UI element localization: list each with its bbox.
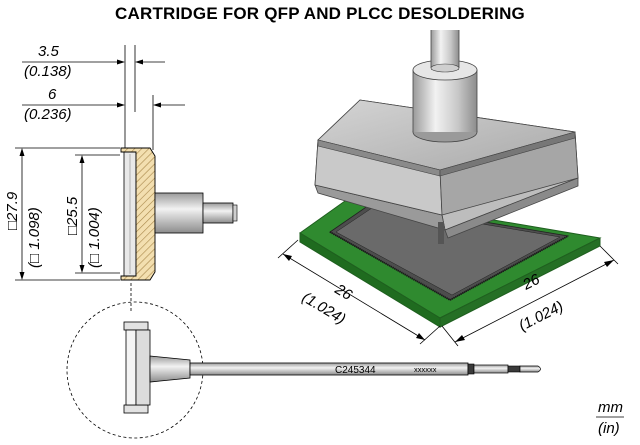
dim-width-right-mm: 26 [519,271,543,294]
dim-flange-mm: 6 [48,86,57,103]
units-in: (in) [598,420,620,437]
dim-thickness-in: (0.138) [24,63,72,80]
dimension-lines-left [15,45,185,281]
dimension-arrows-left [19,59,161,280]
dim-inner-mm: □25.5 [64,196,81,235]
iso-view [299,30,602,328]
dim-outer-in: (□ 1.098) [26,207,43,268]
dim-width-right-in: (1.024) [516,298,566,335]
dim-thickness-mm: 3.5 [38,43,60,60]
tip-side-profile [120,147,238,281]
cartridge-part-number: C245344 [335,365,376,376]
dim-outer-mm: □27.9 [4,191,21,230]
dim-flange-in: (0.236) [24,106,72,123]
dim-inner-in: (□ 1.004) [86,207,103,268]
drawing-title: CARTRIDGE FOR QFP AND PLCC DESOLDERING [115,4,525,23]
cartridge-serial: xxxxxx [414,365,437,374]
iso-dimension-arrows [283,254,614,342]
cartridge-side-view [66,301,541,439]
units-mm: mm [598,399,623,416]
iso-dimension-lines [277,239,619,347]
dim-width-left-mm: 26 [331,280,355,304]
